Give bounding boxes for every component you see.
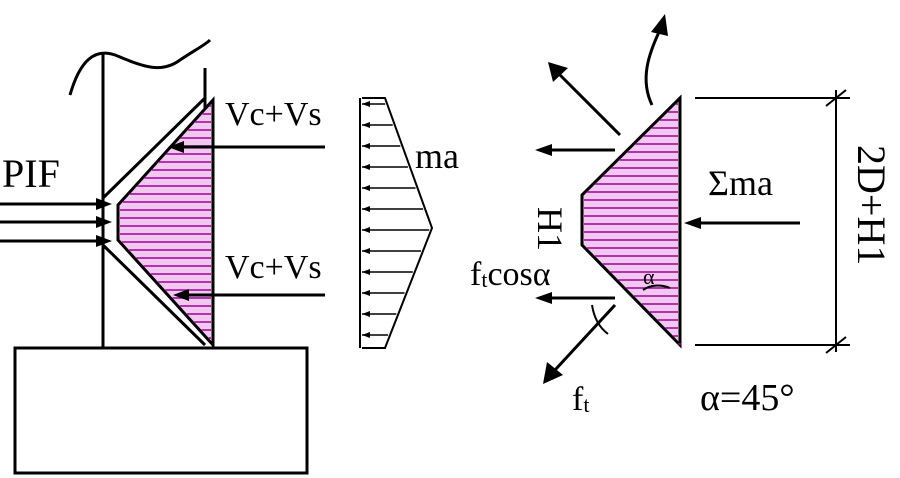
ma-arrowhead bbox=[362, 227, 370, 233]
vcvs-top-arrowhead bbox=[168, 141, 184, 153]
h1-label: H1 bbox=[530, 207, 570, 251]
inclined-force-arrow bbox=[558, 73, 622, 137]
ma-label: ma bbox=[415, 136, 459, 176]
pif-arrowhead-3 bbox=[96, 235, 112, 247]
alpha-45-label: α=45° bbox=[700, 377, 795, 419]
curved-arrowhead bbox=[651, 14, 668, 36]
pif-arrowhead-1 bbox=[96, 198, 112, 210]
pif-arrowhead-2 bbox=[96, 216, 112, 228]
ma-arrowhead bbox=[362, 290, 370, 296]
inclined-force-arrowhead bbox=[548, 62, 568, 82]
dim-tick-top bbox=[825, 89, 847, 107]
ma-envelope bbox=[362, 97, 434, 349]
ma-arrowhead bbox=[362, 269, 370, 275]
pif-arrows bbox=[0, 198, 112, 247]
pile-cap bbox=[13, 346, 309, 475]
ma-arrowhead bbox=[362, 164, 370, 170]
vcvs-bottom-arrowhead bbox=[173, 289, 189, 301]
vcvs-top-label: Vc+Vs bbox=[225, 96, 322, 133]
ma-arrowhead bbox=[362, 332, 370, 338]
ma-arrowhead bbox=[362, 122, 370, 128]
right-cone-hatching bbox=[584, 103, 682, 345]
dimension-label: 2D+H1 bbox=[849, 145, 894, 265]
curved-rotation-arrow bbox=[644, 29, 662, 106]
left-cone-upper-edge-outer bbox=[101, 96, 207, 200]
left-cone-lower-edge-outer bbox=[101, 243, 207, 347]
column-break-line bbox=[68, 38, 212, 96]
pif-label: PIF bbox=[2, 151, 60, 196]
ma-arrowhead bbox=[362, 248, 370, 254]
left-cone-hatching bbox=[120, 105, 211, 339]
ma-arrowhead bbox=[362, 101, 370, 107]
ma-distribution bbox=[359, 97, 434, 349]
ft-label: ft bbox=[572, 381, 589, 418]
dimension-line bbox=[695, 89, 850, 354]
right-figure: Σma H1 ftcosα ft α 2D+H1 α=45° bbox=[470, 14, 894, 419]
ma-arrowhead bbox=[362, 311, 370, 317]
ft-angle-arc bbox=[591, 304, 609, 335]
ma-arrowhead bbox=[362, 206, 370, 212]
right-shear-cone bbox=[580, 94, 682, 349]
sigma-ma-label: Σma bbox=[708, 163, 773, 203]
ft-cos-label: ftcosα bbox=[470, 256, 551, 293]
ft-arrow-line bbox=[553, 303, 617, 372]
ft-cos-arrowhead bbox=[535, 292, 552, 304]
left-figure: PIF Vc+Vs Vc+Vs ma bbox=[0, 38, 459, 475]
vcvs-bottom-label: Vc+Vs bbox=[225, 249, 322, 286]
upper-horizontal-arrowhead bbox=[535, 144, 552, 156]
sigma-ma-arrowhead bbox=[684, 217, 701, 229]
ma-arrowhead bbox=[362, 143, 370, 149]
ma-arrowhead bbox=[362, 185, 370, 191]
alpha-angle-arc bbox=[642, 284, 671, 291]
ft-arrowhead bbox=[543, 362, 563, 384]
alpha-small-label: α bbox=[643, 264, 655, 289]
dim-tick-bottom bbox=[825, 336, 847, 354]
ma-arrows bbox=[362, 101, 430, 338]
